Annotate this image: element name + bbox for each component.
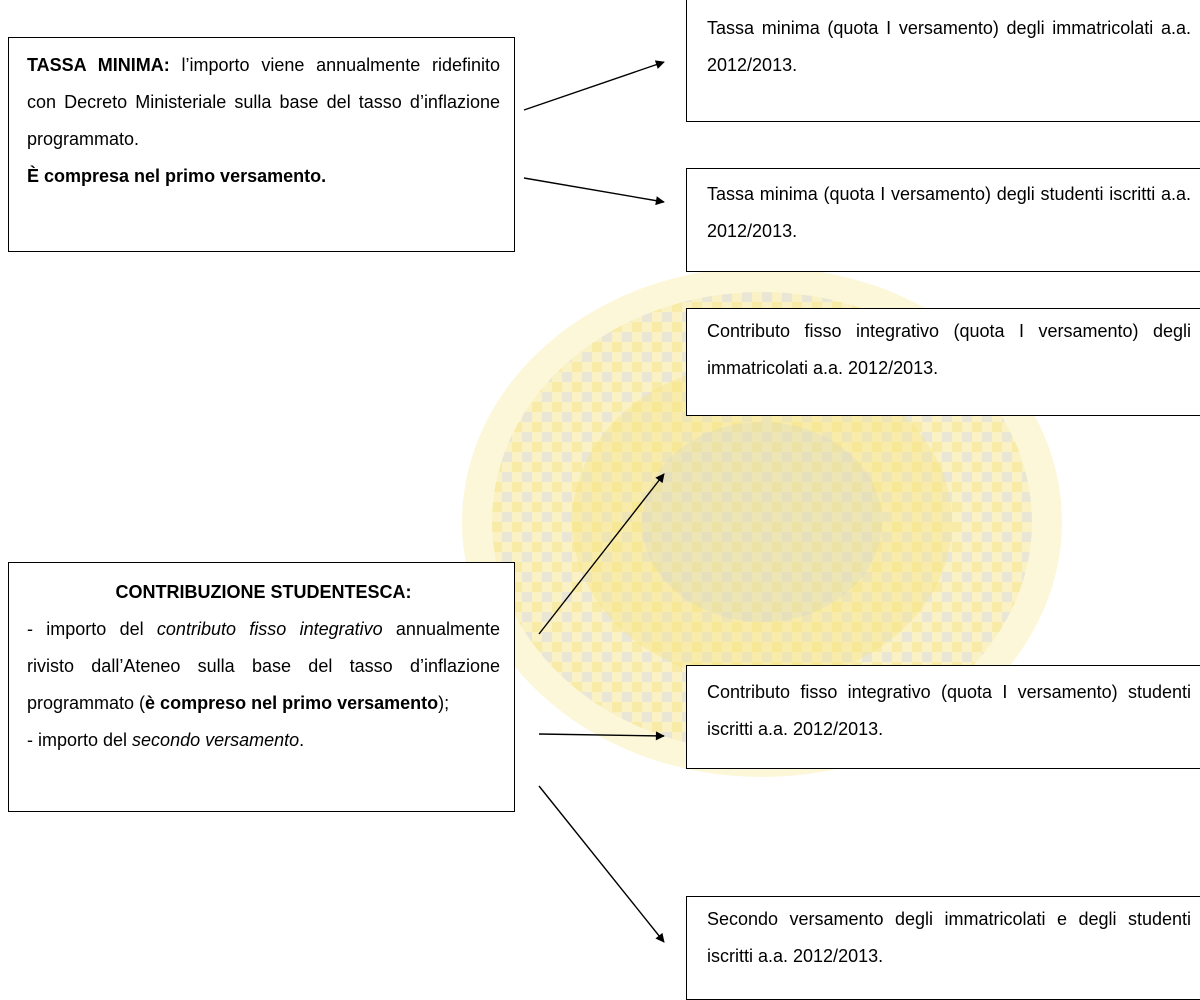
item2-emphasis: secondo versamento <box>132 730 300 750</box>
contribuzione-item-2: - importo del secondo versamento. <box>27 722 500 759</box>
contribuzione-box: CONTRIBUZIONE STUDENTESCA: - importo del… <box>8 562 515 812</box>
item2-suffix: . <box>299 730 305 750</box>
arrow-tassa-to-immatricolati <box>523 60 665 111</box>
tassa-minima-text: TASSA MINIMA: l’importo viene annualment… <box>27 47 500 158</box>
arrow-contrib-to-immatricolati <box>538 473 665 635</box>
item2-prefix: - importo del <box>27 730 133 750</box>
item1-emphasis: contributo fisso integrativo <box>156 619 383 639</box>
box-contributo-iscritti-text: Contributo fisso integrativo (quota I ve… <box>707 682 1191 739</box>
item1-text: annualmente rivisto dall’Ateneo sulla ba… <box>27 619 500 713</box>
contribuzione-item-1: - importo del contributo fisso integrati… <box>27 611 500 722</box>
arrow-contrib-to-iscritti <box>538 731 665 741</box>
box-contributo-iscritti: Contributo fisso integrativo (quota I ve… <box>686 665 1200 769</box>
contribuzione-heading: CONTRIBUZIONE STUDENTESCA: <box>115 582 412 602</box>
item1-prefix: - importo del <box>27 619 157 639</box>
arrow-contrib-to-secondo <box>538 785 665 943</box>
item1-bold: è compreso nel primo versamento <box>145 693 439 713</box>
box-secondo-versamento: Secondo versamento degli immatricolati e… <box>686 896 1200 1000</box>
item1-suffix: ); <box>438 693 450 713</box>
tassa-minima-description: l’importo viene annualmente ridefinito c… <box>27 55 501 149</box>
box-tassa-immatricolati: Tassa minima (quota I versamento) degli … <box>686 0 1200 122</box>
box-tassa-iscritti-text: Tassa minima (quota I versamento) degli … <box>707 184 1191 241</box>
box-contributo-immatricolati-text: Contributo fisso integrativo (quota I ve… <box>707 321 1191 378</box>
tassa-minima-box: TASSA MINIMA: l’importo viene annualment… <box>8 37 515 252</box>
box-tassa-immatricolati-text: Tassa minima (quota I versamento) degli … <box>707 18 1191 75</box>
box-contributo-immatricolati: Contributo fisso integrativo (quota I ve… <box>686 308 1200 416</box>
box-tassa-iscritti: Tassa minima (quota I versamento) degli … <box>686 168 1200 272</box>
arrow-tassa-to-iscritti <box>523 177 665 206</box>
tassa-minima-note: È compresa nel primo versamento. <box>27 166 327 186</box>
box-secondo-versamento-text: Secondo versamento degli immatricolati e… <box>707 909 1191 966</box>
tassa-minima-heading: TASSA MINIMA: <box>27 55 170 75</box>
